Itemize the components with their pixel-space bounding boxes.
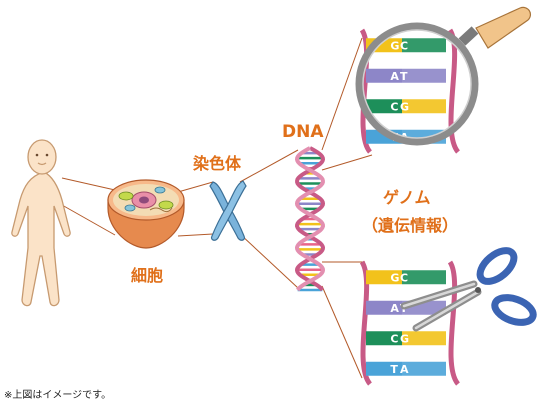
base-pair-right	[402, 331, 446, 346]
chromosome-icon	[209, 180, 247, 241]
cell-icon	[107, 179, 185, 249]
ladder-backbone-left	[359, 28, 373, 154]
base-label: C	[400, 39, 408, 52]
base-label: G	[400, 100, 409, 113]
magnifier-icon	[355, 6, 532, 146]
footnote: ※上図はイメージです。	[4, 390, 112, 401]
base-label: G	[390, 39, 399, 52]
base-label: T	[400, 70, 408, 83]
base-label: C	[390, 100, 398, 113]
label-dna: DNA	[282, 122, 324, 142]
base-pair-left	[366, 99, 402, 114]
base-label: C	[400, 271, 408, 284]
base-pair-right	[402, 68, 446, 83]
ladder-backbone-right	[447, 260, 461, 386]
label-genome: ゲノム	[383, 188, 431, 207]
base-pair-left	[366, 331, 402, 346]
base-label: A	[390, 302, 399, 315]
scissors-icon	[400, 247, 537, 332]
base-pair-left	[366, 300, 402, 315]
base-pair-right	[402, 361, 446, 376]
base-pair-right	[402, 99, 446, 114]
base-label: C	[390, 332, 398, 345]
helix-backbone	[294, 146, 326, 292]
base-pair-left	[366, 270, 402, 285]
helix-backbone	[294, 146, 326, 292]
base-label: G	[400, 332, 409, 345]
label-genome-subtitle: （遺伝情報）	[362, 216, 459, 235]
human-figure-icon	[11, 139, 71, 307]
connector-lines	[61, 37, 373, 379]
base-label: T	[390, 363, 398, 376]
dna-helix-icon	[294, 146, 326, 292]
base-label: A	[400, 363, 409, 376]
ladder-backbone-left	[359, 260, 373, 386]
base-label: A	[390, 70, 399, 83]
label-chromosome: 染色体	[193, 154, 242, 173]
base-pair-left	[366, 68, 402, 83]
base-pair-right	[402, 38, 446, 53]
base-pair-right	[402, 270, 446, 285]
label-cell: 細胞	[131, 266, 164, 285]
base-pair-left	[366, 361, 402, 376]
base-label: G	[390, 271, 399, 284]
